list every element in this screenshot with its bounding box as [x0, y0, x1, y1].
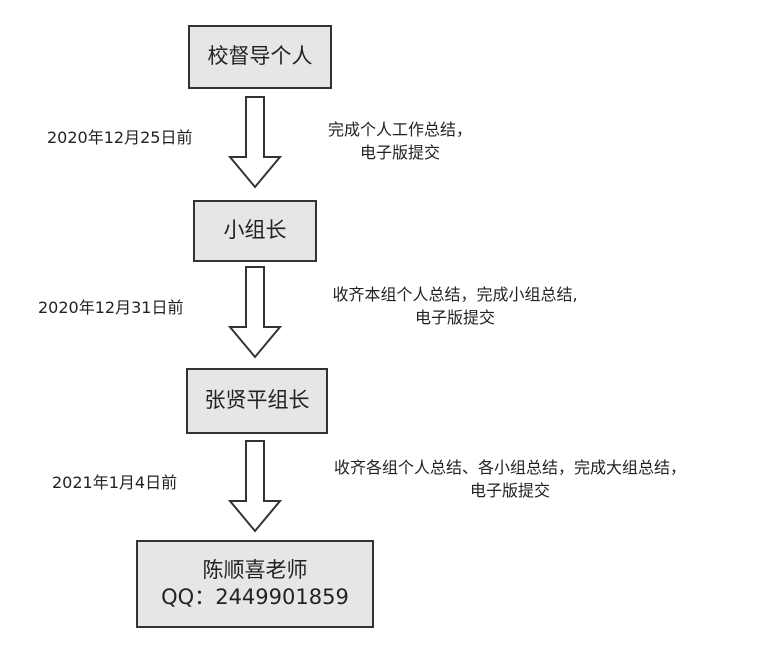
step-note: 完成个人工作总结， 电子版提交: [300, 118, 500, 164]
flow-node-supervisor: 校督导个人: [188, 25, 332, 89]
step-note: 收齐本组个人总结，完成小组总结, 电子版提交: [290, 283, 620, 329]
deadline-label: 2020年12月25日前: [47, 128, 193, 147]
step-note-line: 电子版提交: [469, 481, 550, 501]
arrow-shape: [227, 96, 283, 189]
step-note-line: 完成个人工作总结，: [327, 120, 472, 139]
flow-node-label: 小组长: [223, 218, 287, 243]
deadline-label: 2020年12月31日前: [38, 298, 184, 317]
down-arrow-icon: [227, 440, 283, 533]
flow-node-label: 陈顺喜老师: [202, 557, 308, 582]
arrow-shape: [227, 266, 283, 359]
flow-node-teacher: 陈顺喜老师 QQ：2449901859: [136, 540, 374, 628]
flow-node-label: 校督导个人: [207, 44, 313, 69]
step-note-line: 电子版提交: [359, 143, 440, 163]
down-arrow-icon: [227, 266, 283, 359]
flow-node-label: 张贤平组长: [204, 388, 310, 413]
down-arrow-icon: [227, 96, 283, 189]
arrow-shape: [227, 440, 283, 533]
flow-node-team-leader: 张贤平组长: [186, 368, 328, 434]
step-note-line: 收齐各组个人总结、各小组总结，完成大组总结，: [333, 458, 686, 477]
deadline-label: 2021年1月4日前: [52, 473, 178, 492]
step-note-line: 电子版提交: [414, 308, 495, 328]
step-note: 收齐各组个人总结、各小组总结，完成大组总结， 电子版提交: [280, 456, 740, 502]
flow-node-contact: QQ：2449901859: [161, 585, 349, 609]
flow-node-group-leader: 小组长: [193, 200, 317, 262]
step-note-line: 收齐本组个人总结，完成小组总结,: [332, 285, 578, 304]
